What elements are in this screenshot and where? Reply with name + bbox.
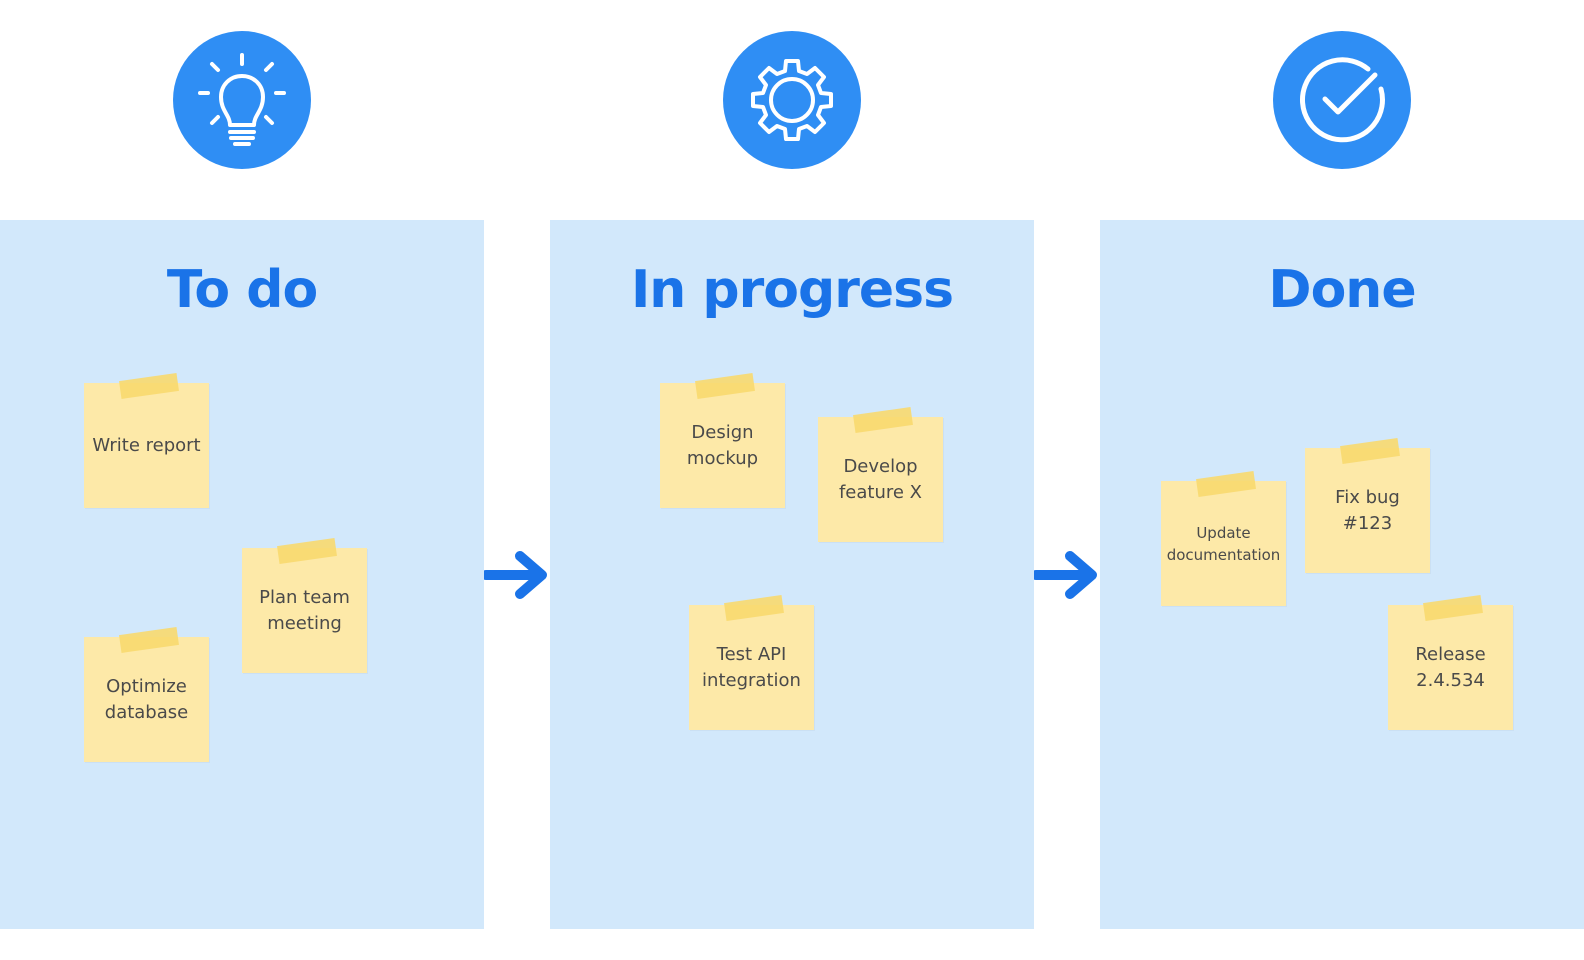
arrow-right-icon bbox=[1034, 551, 1097, 599]
note-label: Update documentation bbox=[1166, 523, 1281, 564]
sticky-note[interactable]: Write report bbox=[84, 373, 209, 508]
sticky-note[interactable]: Design mockup bbox=[660, 373, 785, 508]
checkmark-circle-icon bbox=[1300, 57, 1385, 143]
sticky-note[interactable]: Update documentation bbox=[1161, 471, 1286, 606]
note-label: Plan team meeting bbox=[259, 586, 350, 634]
sticky-note[interactable]: Release 2.4.534 bbox=[1388, 595, 1513, 730]
lightbulb-icon-badge bbox=[173, 31, 311, 169]
lightbulb-icon bbox=[198, 53, 286, 146]
column-done: Done Update documentation Fix bug #123 R… bbox=[1100, 220, 1584, 929]
sticky-note[interactable]: Test API integration bbox=[689, 595, 814, 730]
sticky-note[interactable]: Optimize database bbox=[84, 627, 209, 762]
note-label: Release 2.4.534 bbox=[1415, 643, 1486, 691]
column-title: Done bbox=[1268, 260, 1416, 320]
note-label: Fix bug #123 bbox=[1335, 486, 1400, 534]
column-todo: To do Write report Plan team meeting Opt… bbox=[0, 220, 484, 929]
arrow-right-icon bbox=[484, 551, 547, 599]
note-label: Design mockup bbox=[686, 421, 759, 469]
gear-icon-badge bbox=[723, 31, 861, 169]
checkmark-circle-icon-badge bbox=[1273, 31, 1411, 169]
sticky-note[interactable]: Fix bug #123 bbox=[1305, 438, 1430, 573]
note-label: Write report bbox=[92, 434, 201, 456]
sticky-note[interactable]: Develop feature X bbox=[818, 407, 943, 542]
note-label: Develop feature X bbox=[838, 455, 923, 503]
note-label: Optimize database bbox=[104, 675, 189, 723]
column-title: To do bbox=[166, 260, 318, 320]
gear-icon bbox=[751, 59, 833, 141]
sticky-note[interactable]: Plan team meeting bbox=[242, 538, 367, 673]
column-title: In progress bbox=[630, 260, 954, 320]
note-label: Test API integration bbox=[702, 643, 801, 691]
column-in-progress: In progress Design mockup Develop featur… bbox=[550, 220, 1034, 929]
